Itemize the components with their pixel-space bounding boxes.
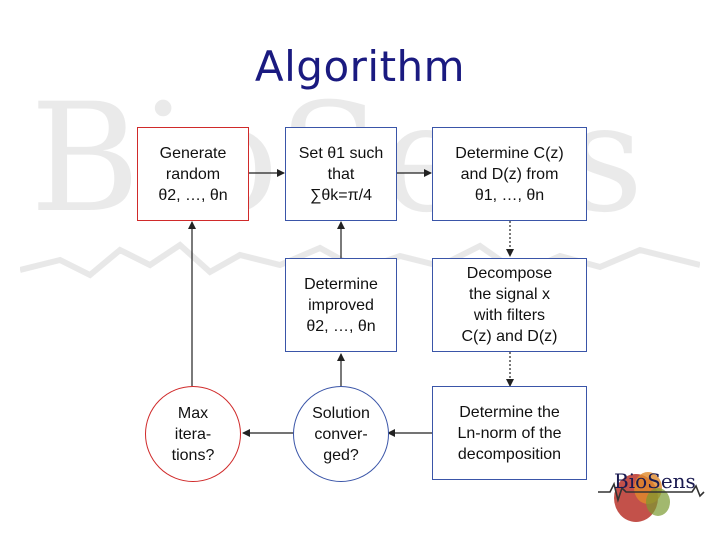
- biosens-logo: BioSens: [598, 469, 705, 522]
- generate-random-box: Generate random θ2, …, θn: [137, 127, 249, 221]
- determine-improved-box: Determine improved θ2, …, θn: [285, 258, 397, 352]
- set-theta-box: Set θ1 such that ∑θk=π/4: [285, 127, 397, 221]
- solution-converged-circle: Solution conver- ged?: [293, 386, 389, 482]
- max-iterations-label: Max itera- tions?: [171, 404, 215, 464]
- slide-title: Algorithm: [254, 42, 466, 91]
- determine-improved-label: Determine improved θ2, …, θn: [304, 275, 378, 335]
- determine-cd-box: Determine C(z) and D(z) from θ1, …, θn: [432, 127, 587, 221]
- logo-text: BioSens: [614, 469, 696, 493]
- decompose-label: Decompose the signal x with filters C(z)…: [461, 265, 558, 345]
- determine-cd-label: Determine C(z) and D(z) from θ1, …, θn: [455, 144, 564, 204]
- set-theta-label: Set θ1 such that ∑θk=π/4: [298, 144, 384, 204]
- ln-norm-label: Determine the Ln-norm of the decompositi…: [457, 403, 562, 463]
- solution-converged-label: Solution conver- ged?: [312, 404, 370, 464]
- ln-norm-box: Determine the Ln-norm of the decompositi…: [432, 386, 587, 480]
- max-iterations-circle: Max itera- tions?: [145, 386, 241, 482]
- decompose-box: Decompose the signal x with filters C(z)…: [432, 258, 587, 352]
- generate-random-label: Generate random θ2, …, θn: [158, 144, 228, 204]
